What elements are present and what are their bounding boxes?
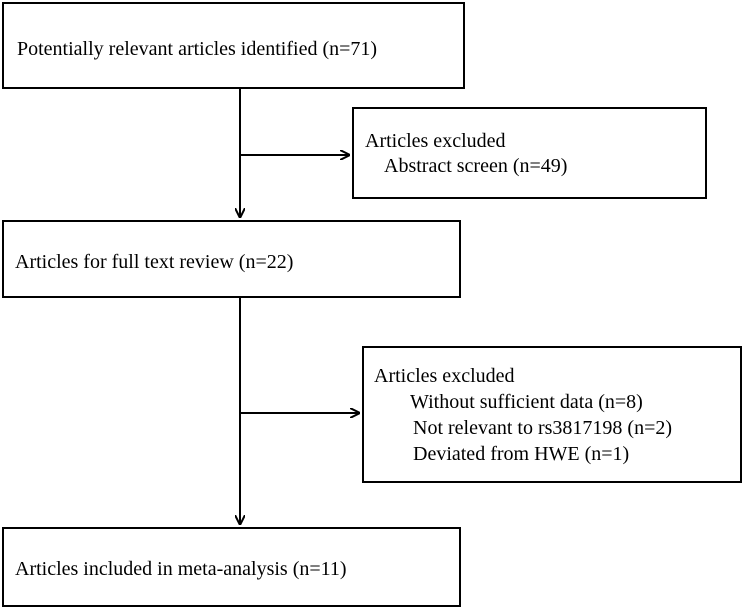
excluded-abstract-box: Articles excluded Abstract screen (n=49) <box>352 107 707 199</box>
identified-box: Potentially relevant articles identified… <box>2 2 465 89</box>
excluded-reason-not-relevant: Not relevant to rs3817198 (n=2) <box>413 417 673 439</box>
excluded-reason-insufficient-data: Without sufficient data (n=8) <box>410 391 643 413</box>
excluded-reason-abstract-screen: Abstract screen (n=49) <box>384 155 568 177</box>
excluded-abstract-heading: Articles excluded <box>365 130 506 152</box>
excluded-full-text-heading: Articles excluded <box>374 365 515 387</box>
excluded-full-text-box: Articles excluded Without sufficient dat… <box>362 346 742 483</box>
full-text-review-label: Articles for full text review (n=22) <box>15 251 294 273</box>
excluded-reason-deviated-hwe: Deviated from HWE (n=1) <box>413 443 630 465</box>
identified-label: Potentially relevant articles identified… <box>17 38 378 60</box>
included-box: Articles included in meta-analysis (n=11… <box>2 527 461 607</box>
full-text-review-box: Articles for full text review (n=22) <box>2 220 461 298</box>
included-label: Articles included in meta-analysis (n=11… <box>15 558 347 580</box>
